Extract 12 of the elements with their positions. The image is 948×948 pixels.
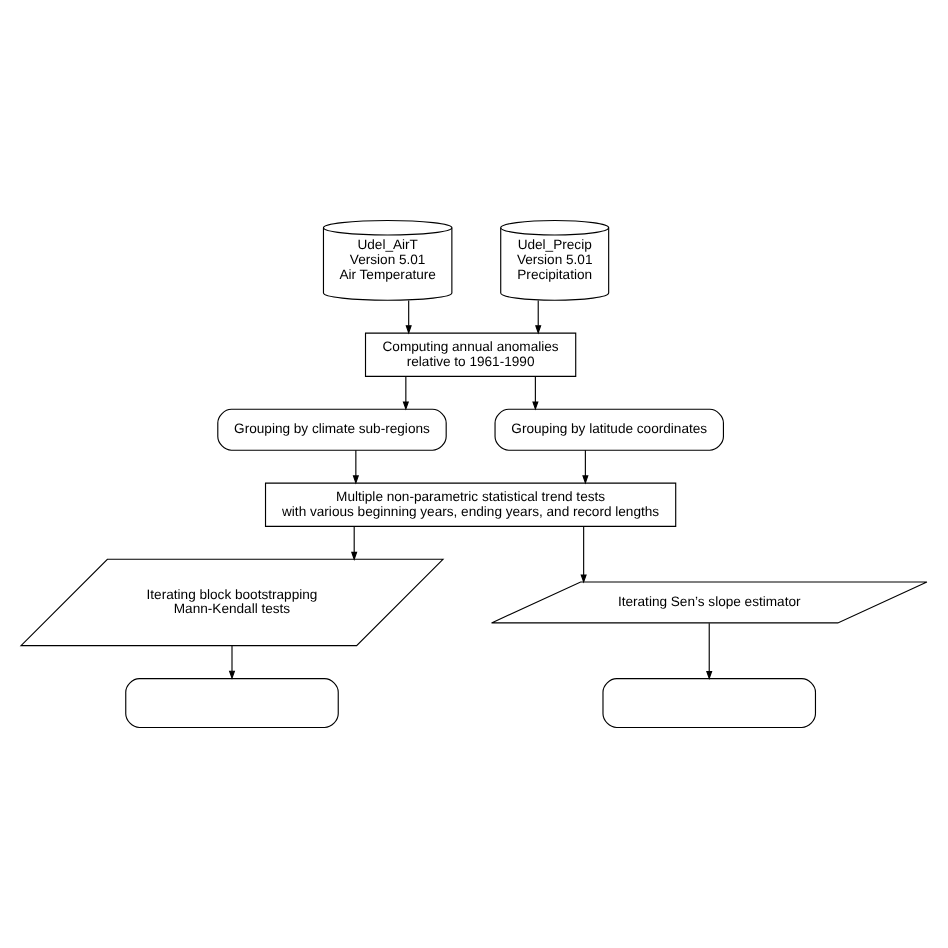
node-box: [125, 678, 339, 729]
arrow: [532, 375, 539, 411]
arrow: [582, 449, 589, 485]
arrow: [535, 299, 542, 335]
arrow: [402, 375, 410, 411]
arrow: [405, 299, 412, 335]
arrow: [351, 525, 358, 561]
arrow: [706, 622, 713, 681]
node-box: [602, 678, 817, 729]
arrow: [228, 645, 236, 680]
arrow: [580, 525, 587, 584]
arrow: [352, 449, 360, 485]
